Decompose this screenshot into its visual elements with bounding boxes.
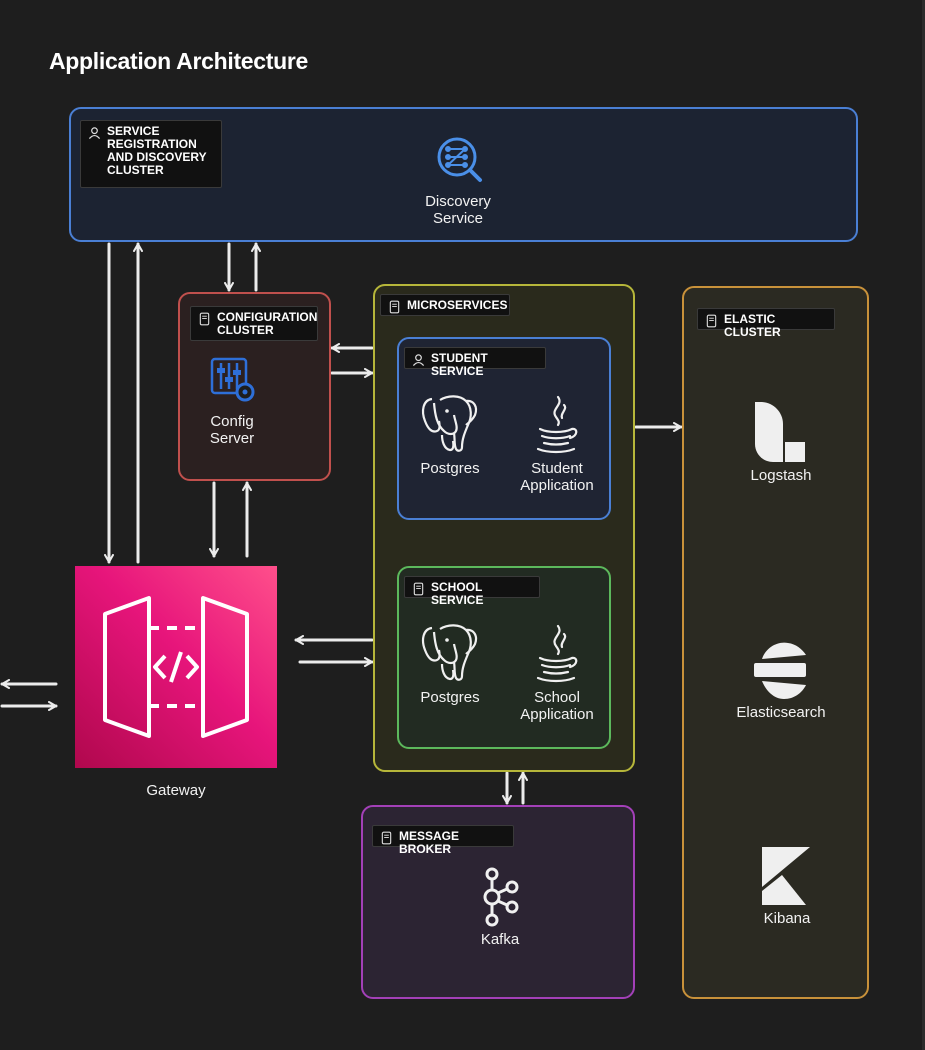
logstash-label: Logstash: [750, 467, 812, 484]
student-postgres-label: Postgres: [420, 460, 480, 477]
server-icon: [199, 312, 210, 326]
message-broker-label: MESSAGE BROKER: [399, 829, 460, 856]
api-gateway-icon: [103, 596, 249, 738]
discovery-service-icon: [437, 137, 482, 182]
postgres-icon: [421, 624, 478, 681]
elastic-cluster-label: ELASTIC CLUSTER: [724, 312, 781, 339]
user-icon: [88, 127, 101, 139]
elastic-cluster-tag: ELASTIC CLUSTER: [697, 308, 835, 339]
student-application-label: Student Application: [520, 460, 594, 494]
gateway-box: [75, 566, 277, 768]
kibana-icon: [762, 847, 810, 905]
message-broker-tag: MESSAGE BROKER: [372, 825, 514, 856]
school-service-label: SCHOOL SERVICE: [431, 580, 484, 607]
logstash-icon: [755, 402, 805, 462]
server-icon: [413, 582, 424, 596]
discovery-cluster-tag: SERVICE REGISTRATION AND DISCOVERY CLUST…: [80, 120, 222, 188]
right-edge-strip: [922, 0, 925, 1050]
java-icon: [536, 395, 578, 454]
postgres-icon: [421, 395, 478, 452]
discovery-service-label: Discovery Service: [425, 193, 491, 227]
diagram-title: Application Architecture: [49, 48, 309, 74]
java-icon: [536, 624, 578, 683]
elastic-cluster: [682, 286, 869, 999]
student-service-label: STUDENT SERVICE: [431, 351, 488, 378]
microservices-tag: MICROSERVICES: [380, 294, 510, 316]
school-application-label: School Application: [520, 689, 594, 723]
school-postgres-label: Postgres: [420, 689, 480, 706]
elasticsearch-icon: [754, 642, 806, 699]
student-service-tag: STUDENT SERVICE: [404, 347, 546, 378]
config-server-icon: [210, 357, 255, 402]
configuration-cluster-tag: CONFIGURATION CLUSTER: [190, 306, 318, 341]
kafka-label: Kafka: [480, 931, 520, 948]
user-icon: [412, 354, 425, 366]
elasticsearch-label: Elasticsearch: [736, 704, 826, 721]
kibana-label: Kibana: [763, 910, 811, 927]
gateway-label: Gateway: [146, 782, 206, 799]
school-service-tag: SCHOOL SERVICE: [404, 576, 540, 607]
server-icon: [706, 314, 717, 328]
kafka-icon: [483, 867, 519, 927]
server-icon: [389, 300, 400, 314]
microservices-label: MICROSERVICES: [407, 298, 508, 312]
config-server-label: Config Server: [209, 413, 255, 447]
server-icon: [381, 831, 392, 845]
discovery-cluster-label: SERVICE REGISTRATION AND DISCOVERY CLUST…: [107, 124, 207, 177]
configuration-cluster-label: CONFIGURATION CLUSTER: [217, 310, 318, 337]
